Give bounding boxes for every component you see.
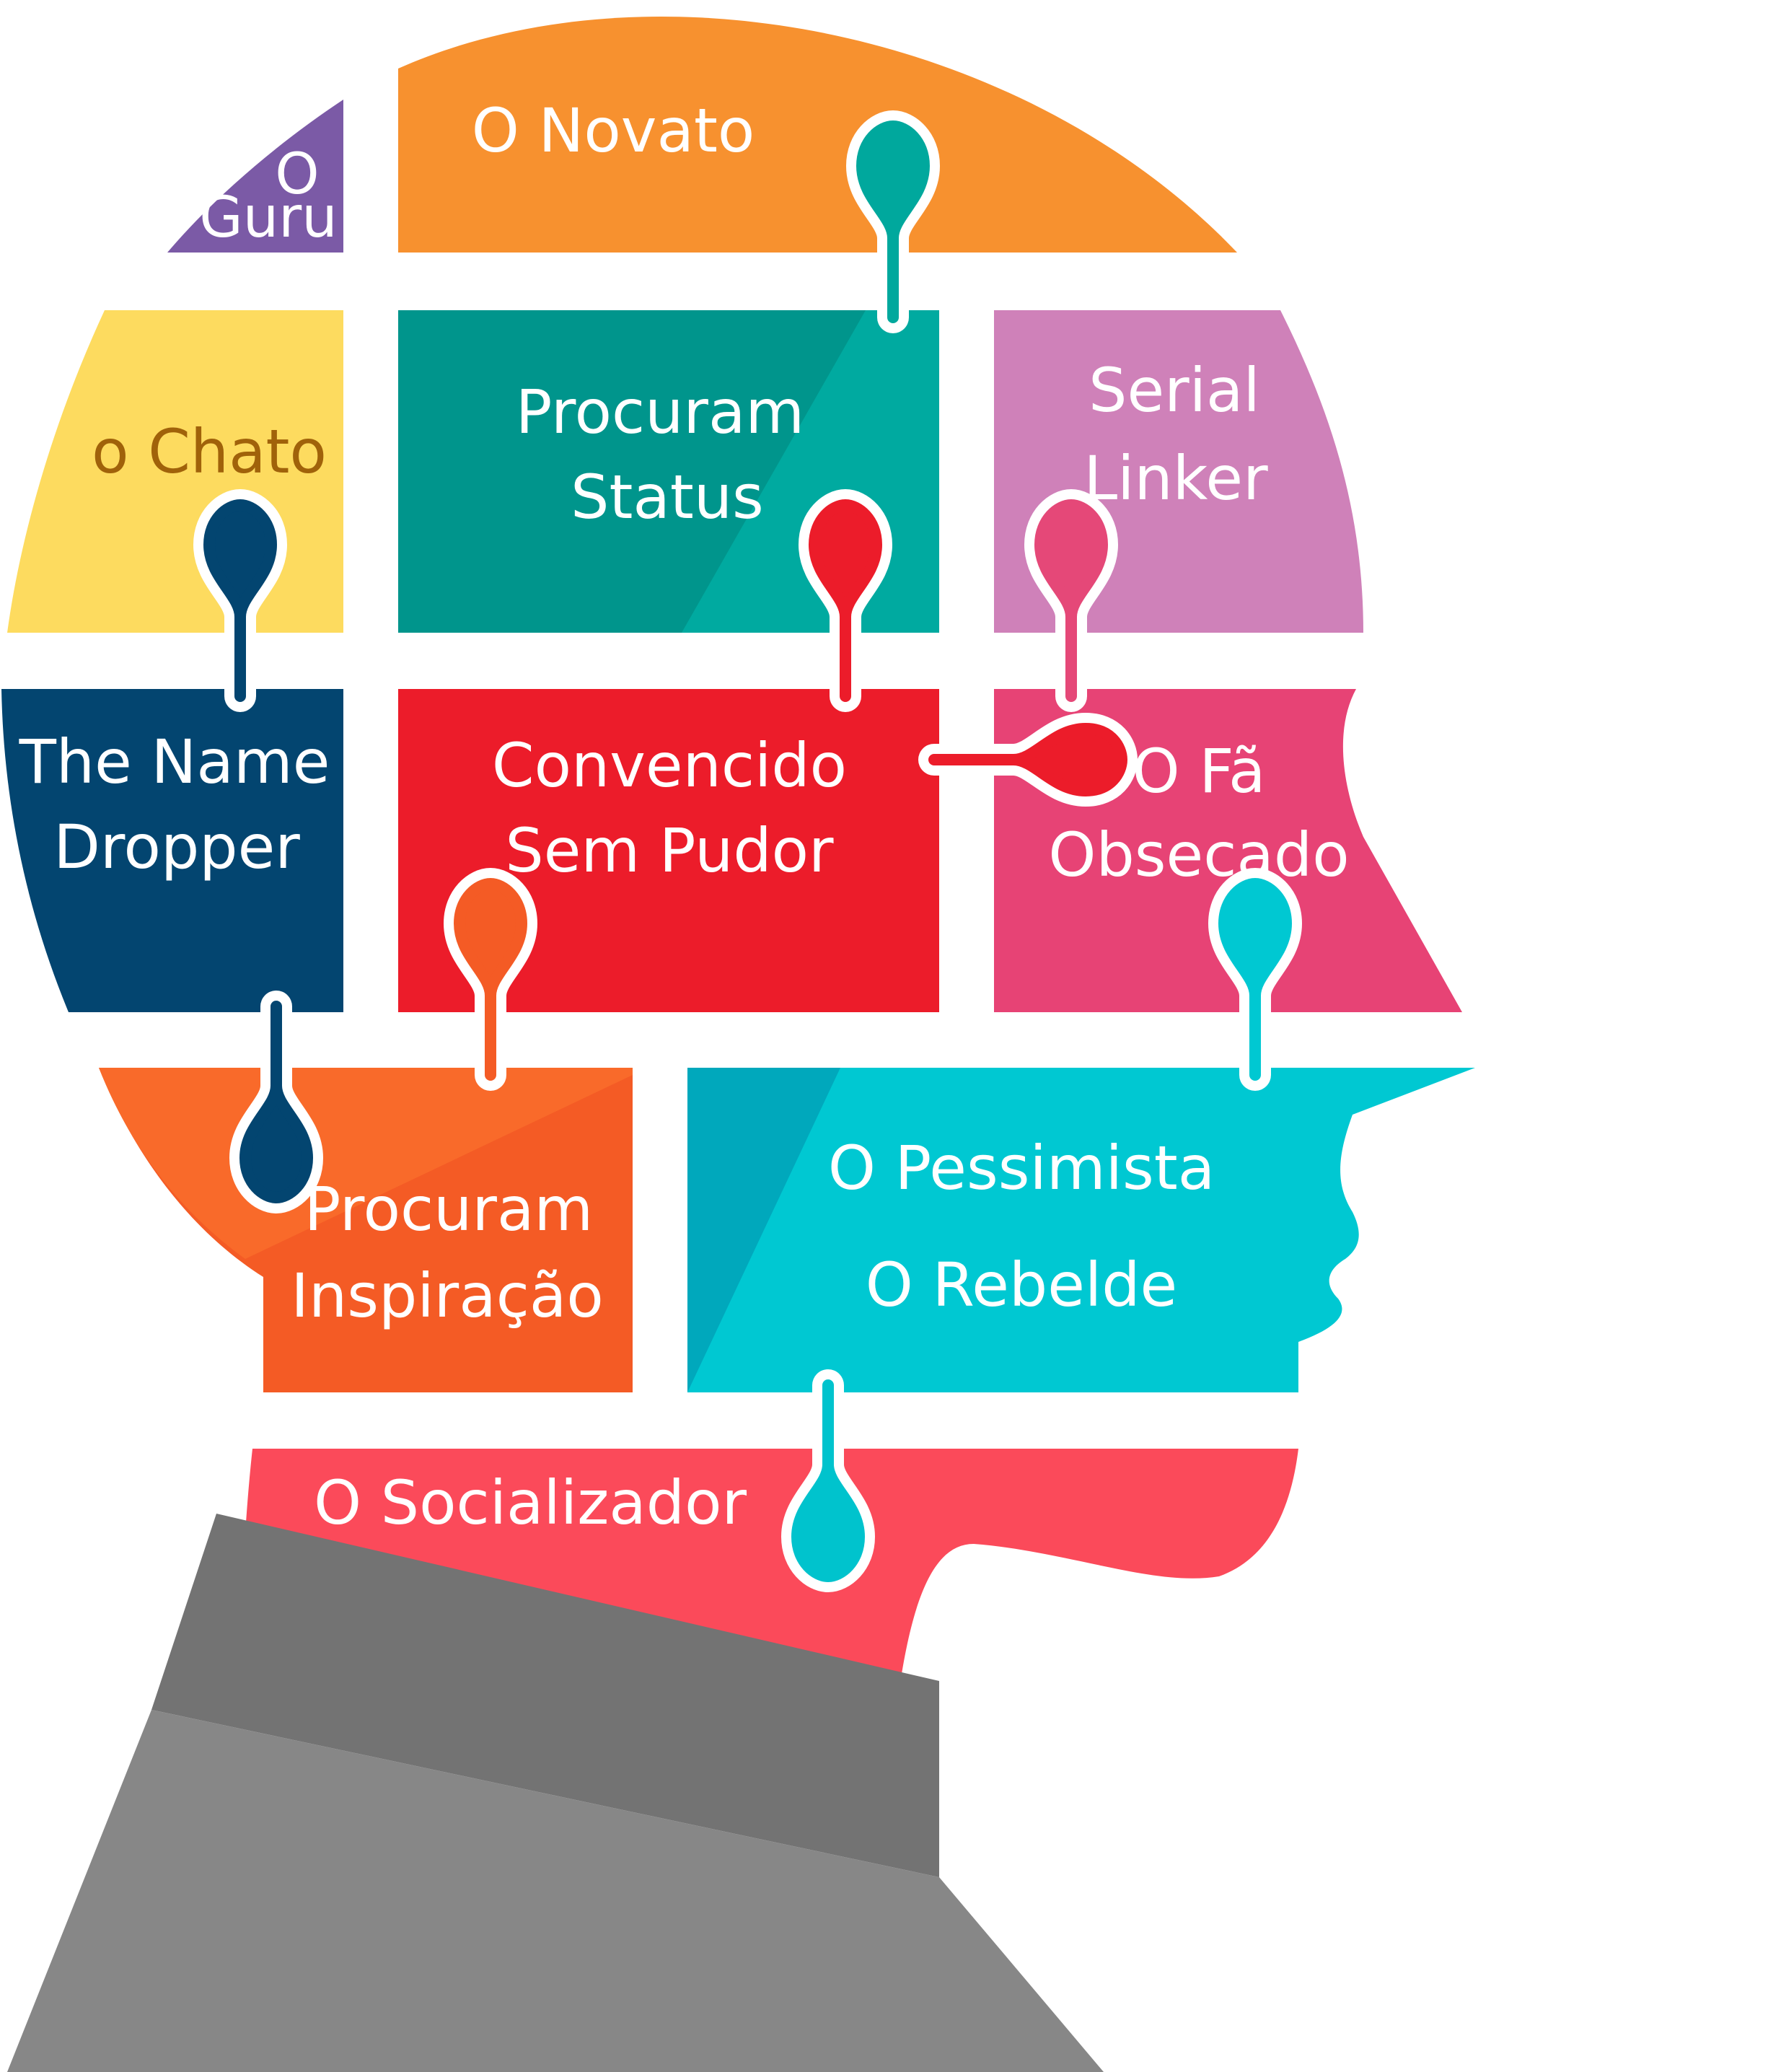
connector-novato-status: [846, 110, 940, 333]
piece-procuram-inspiracao-shade: [99, 1068, 633, 1259]
connector-pessimista-socializador: [781, 1369, 875, 1592]
piece-name-dropper: [1, 689, 343, 1012]
piece-pessimista-shade: [687, 1068, 840, 1392]
label-novato: O Novato: [472, 95, 755, 166]
connector-namedropper-inspiracao: [229, 991, 323, 1213]
piece-guru: [167, 100, 343, 253]
connector-chato-namedropper: [193, 489, 287, 712]
label-socializador: O Socializador: [314, 1467, 747, 1538]
connector-convencido-fa: [918, 713, 1138, 807]
connector-convencido-inspiracao: [444, 868, 537, 1091]
piece-pessimista-rebelde: [687, 1068, 1475, 1392]
shoulder-dark: [151, 1514, 939, 1877]
shoulder-light: [7, 1710, 1104, 2072]
label-chato: o Chato: [92, 416, 327, 487]
connector-fa-pessimista: [1208, 868, 1302, 1091]
piece-novato: [398, 17, 1237, 253]
connector-status-convencido: [799, 489, 892, 712]
connector-serial-fa: [1024, 489, 1118, 712]
